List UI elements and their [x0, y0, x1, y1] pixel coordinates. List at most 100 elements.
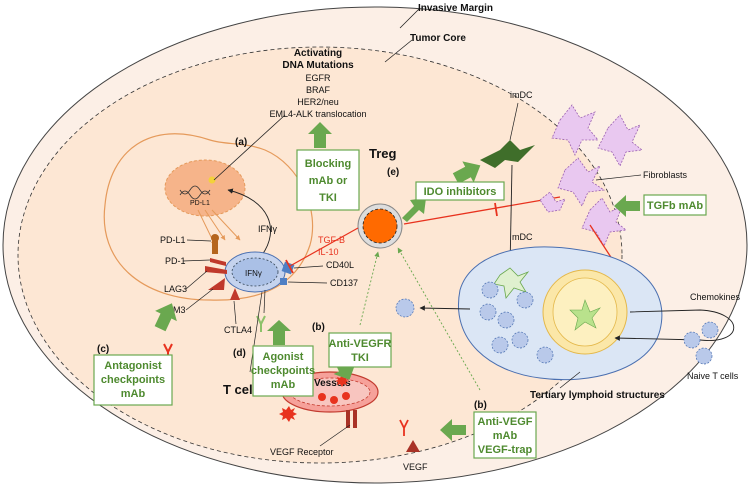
cd137-receptor-icon: [280, 278, 287, 285]
mdc-cell-icon: [493, 267, 530, 299]
dotted-arrow: [397, 247, 481, 391]
antagonist-text: mAb: [121, 388, 146, 400]
agonist-antibody-icon: [256, 315, 266, 332]
antagonist-text: checkpoints: [101, 374, 165, 386]
pd1-pointer: [182, 259, 211, 262]
anti-vegf-box: [473, 411, 537, 459]
pd1-receptor-icon: [210, 258, 226, 266]
vegf-receptor-icon: [346, 410, 350, 428]
tls-pointer: [559, 371, 581, 389]
tumor-nucleus: [164, 159, 246, 217]
therapy-boxes: [93, 149, 707, 459]
t-cell-ifng-label: IFNγ: [245, 269, 262, 278]
label-b1: (b): [312, 322, 325, 333]
ctla4-pointer: [233, 300, 237, 325]
tgfb-label: TGF-B: [318, 235, 345, 245]
t-cell-inner: [231, 257, 279, 287]
mutation-item: BRAF: [306, 85, 331, 95]
anti-vegf-antibody-icon: [399, 419, 409, 436]
lag3-label: LAG3: [164, 284, 187, 294]
treg-nucleus: [362, 208, 398, 244]
cd137-pointer: [287, 281, 328, 284]
tim3-pointer: [185, 288, 214, 311]
tim3-receptor-icon: [208, 278, 225, 290]
green-arrows: [154, 122, 640, 441]
ido-text: IDO inhibitors: [424, 186, 497, 198]
pdl1-receptor-icon: [212, 240, 218, 254]
antagonist-box: [93, 354, 173, 406]
agonist-text: mAb: [271, 379, 296, 391]
fibroblast-inhibition-bar: [494, 202, 498, 217]
tumor-cell: [103, 133, 314, 301]
ctla4-receptor-icon: [230, 288, 240, 300]
fibroblasts-label: Fibroblasts: [643, 170, 688, 180]
treg-label: Treg: [369, 146, 397, 161]
lag3-receptor-icon: [205, 266, 227, 274]
antibody-pointer: [263, 289, 266, 314]
signal-arrow: [204, 209, 226, 241]
anti-vegf-text: mAb: [493, 430, 518, 442]
red-blood-cells-icon: [318, 392, 350, 404]
label-c: (c): [97, 344, 109, 355]
chemokines-label: Chemokines: [690, 292, 741, 302]
blocking-text: mAb or: [309, 175, 348, 187]
agonist-box: [252, 345, 314, 397]
imdc-label: imDC: [510, 90, 533, 100]
dna-helix-icon: [179, 185, 211, 200]
pd1-label: PD-1: [165, 256, 186, 266]
blocking-text: TKI: [319, 192, 337, 204]
antagonist-text: Antagonist: [104, 360, 162, 372]
blocking-text: Blocking: [305, 158, 351, 170]
vegf-label: VEGF: [403, 462, 428, 472]
agonist-text: checkpoints: [251, 365, 315, 377]
vegf-receptor-pointer: [319, 424, 351, 447]
mutation-pointer: [213, 114, 286, 181]
tumor-core-pointer: [384, 39, 413, 63]
pdl1-pointer: [186, 239, 212, 242]
tls-export-arrow: [419, 305, 471, 311]
tgfb-mab-box: [643, 194, 707, 216]
imdc-cell-icon: [480, 140, 535, 168]
cd40l-pointer: [293, 265, 324, 269]
lag3-pointer: [185, 270, 208, 290]
exported-lymphocyte: [395, 298, 415, 318]
antibody-pointer: [249, 291, 263, 373]
mutation-item: HER2/neu: [297, 97, 339, 107]
vessels-label: Vessels: [314, 378, 351, 389]
tumor-pdl1-label: PD-L1: [190, 200, 210, 207]
mutations-heading-1: Activating: [294, 48, 342, 59]
mdc-label: mDC: [512, 232, 533, 242]
chemokines-arrow: [614, 309, 735, 341]
vegf-triangle-icon: [406, 440, 420, 452]
tumor-core-label: Tumor Core: [410, 33, 466, 44]
anti-vegf-text: Anti-VEGF: [478, 416, 533, 428]
fibroblasts-cluster: [539, 104, 643, 247]
anti-vegfr-text: Anti-VEGFR: [329, 338, 392, 350]
label-e: (e): [387, 167, 399, 178]
label-d: (d): [233, 348, 246, 359]
treg-inhibition-line: [289, 227, 359, 267]
imdc-pointer: [509, 102, 519, 141]
dotted-arrow: [359, 251, 380, 326]
ifng-arrow: [227, 188, 271, 256]
vegf-receptor-icon: [353, 410, 357, 428]
agonist-text: Agonist: [263, 351, 304, 363]
ctla4-label: CTLA4: [224, 325, 252, 335]
mutation-item: EGFR: [305, 73, 331, 83]
anti-vegfr-box: [328, 332, 392, 368]
il10-label: IL-10: [318, 247, 339, 257]
label-b2: (b): [474, 400, 487, 411]
cd40l-label: CD40L: [326, 260, 354, 270]
fibroblast-inhibition-line: [403, 196, 561, 225]
cd137-label: CD137: [330, 278, 358, 288]
vessel-burst-icon: [279, 406, 297, 422]
tls-lymphocytes: [479, 281, 554, 364]
ido-box: [415, 181, 505, 201]
tim3-label: TIM3: [165, 305, 186, 315]
fibroblasts-pointer: [595, 174, 642, 181]
invasive-margin-label: Invasive Margin: [418, 3, 493, 14]
mutations-heading-2: DNA Mutations: [282, 60, 354, 71]
treg-inhibition-bar: [285, 259, 294, 274]
